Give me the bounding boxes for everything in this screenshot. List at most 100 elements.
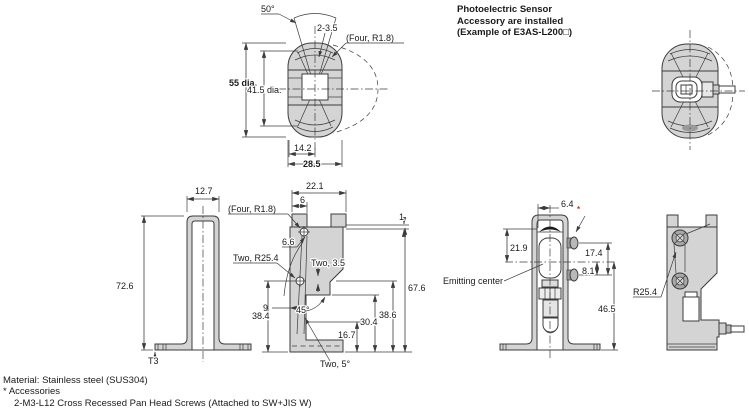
chamfer-angle-label: 45° bbox=[296, 305, 310, 315]
dim-slot-width: Two, 3.5 bbox=[310, 257, 346, 292]
lens-top bbox=[539, 226, 561, 232]
dim-step1: 16.7 bbox=[308, 321, 412, 353]
cable-gland bbox=[542, 299, 559, 318]
swivel-range-arc bbox=[332, 44, 379, 134]
front-view-drawing: 22.1 6 (Four, R1.8) 6.6 Two, R25.4 Two, … bbox=[227, 180, 427, 370]
dim-lower-height: 46.5 bbox=[597, 261, 618, 351]
dim-slot-radius: R25.4 bbox=[632, 251, 677, 298]
emitting-center-callout: Emitting center bbox=[442, 263, 544, 287]
dim-inner-diameter: 41.5 dia. bbox=[246, 50, 298, 127]
accessories-title: Accessories bbox=[8, 386, 61, 398]
step3-label: 38.6 bbox=[379, 310, 397, 320]
dim-chamfer-angle: 45° bbox=[295, 296, 326, 316]
dim-overall-width: 22.1 bbox=[291, 180, 347, 212]
accessory-ref-asterisk: * bbox=[577, 205, 581, 214]
installed-side-view-drawing: R25.4 bbox=[632, 214, 745, 351]
dim-slot-offset: 9 bbox=[262, 302, 307, 314]
dim-step3: 38.6 bbox=[336, 280, 398, 353]
dim-slot-length: 38.4 bbox=[251, 280, 294, 353]
center-offset-label: 14.2 bbox=[294, 143, 312, 153]
sensor-top-view bbox=[671, 76, 736, 132]
lower-offset-label: 8.1 bbox=[582, 266, 595, 276]
material-note: Material: Stainless steel (SUS304) bbox=[3, 375, 148, 386]
dim-swivel-angle: 50° bbox=[260, 3, 297, 24]
dim-corner-radius: (Four, R1.8) bbox=[227, 203, 301, 229]
left-tab bbox=[666, 214, 679, 228]
slot-and-holes bbox=[283, 226, 310, 335]
swivel-angle-label: 50° bbox=[261, 4, 275, 14]
bracket-profile bbox=[666, 226, 720, 351]
lens-window bbox=[538, 237, 562, 279]
dim-corner-radius-top: (Four, R1.8) bbox=[331, 32, 404, 58]
cable bbox=[730, 325, 745, 333]
sensor-side-view bbox=[682, 291, 745, 335]
overall-width-label: 28.5 bbox=[303, 159, 321, 169]
screws-side-view bbox=[671, 223, 711, 290]
slot-length-label: 38.4 bbox=[252, 311, 270, 321]
side-view-drawing: 12.7 72.6 T3 bbox=[115, 185, 252, 367]
dim-plate-step: 1 bbox=[346, 211, 409, 237]
overall-height-label: 72.6 bbox=[116, 281, 134, 291]
dim-overall-width-top: 28.5 bbox=[287, 140, 343, 170]
plate-step-label: 1 bbox=[399, 212, 404, 222]
upper-height-label: 21.9 bbox=[510, 243, 528, 253]
connector bbox=[682, 296, 700, 322]
emitting-center-label: Emitting center bbox=[443, 276, 503, 286]
dim-upper-height: 21.9 bbox=[503, 228, 537, 263]
lower-height-label: 46.5 bbox=[598, 304, 616, 314]
dim-outer-diameter: 55 dia. bbox=[228, 42, 286, 138]
corner-radius-label: (Four, R1.8) bbox=[228, 204, 276, 214]
screw-offset-label: 6.4 bbox=[561, 199, 574, 209]
overall-width-label: 22.1 bbox=[306, 181, 324, 191]
accessory-leader bbox=[575, 215, 586, 233]
flange-end-marks bbox=[157, 344, 249, 350]
dim-step2: 30.4 bbox=[332, 294, 379, 353]
dim-overall-height: 67.6 bbox=[402, 227, 427, 353]
top-width-label: 12.7 bbox=[195, 186, 213, 196]
slot-offset-label: 9 bbox=[263, 303, 268, 313]
dim-top-width: 12.7 bbox=[186, 185, 220, 212]
dim-center-offset: 14.2 bbox=[288, 140, 316, 157]
slot-width-label: Two, 3.5 bbox=[311, 258, 345, 268]
accessory-asterisk: * bbox=[3, 386, 7, 398]
slot-tilt-label: Two, 5° bbox=[320, 359, 351, 369]
screw-pitch-label: 17.4 bbox=[585, 248, 603, 258]
dim-overall-height: 72.6 bbox=[115, 215, 184, 351]
dim-slot-radius: Two, R25.4 bbox=[232, 252, 296, 279]
inner-diameter-label: 41.5 dia. bbox=[247, 85, 282, 95]
upper-screw bbox=[569, 236, 579, 250]
lower-screw bbox=[569, 268, 579, 282]
slot-radius-label: R25.4 bbox=[633, 287, 657, 297]
right-tab bbox=[330, 213, 347, 228]
flange-end-marks bbox=[502, 344, 598, 350]
outer-diameter-label: 55 dia. bbox=[229, 78, 257, 88]
accessories-detail: 2-M3-L12 Cross Recessed Pan Head Screws … bbox=[14, 397, 312, 409]
dim-hole-offset: 6.6 bbox=[281, 236, 306, 248]
cable bbox=[718, 85, 736, 94]
installed-note-line1: Photoelectric Sensor bbox=[457, 4, 553, 15]
tab-width-label: 6 bbox=[300, 195, 305, 205]
installed-note-line3: (Example of E3AS-L200□) bbox=[457, 27, 573, 38]
dim-tab-width: 6 bbox=[291, 194, 308, 213]
overall-height-label: 67.6 bbox=[408, 283, 426, 293]
left-tab bbox=[291, 213, 308, 228]
hole-offset-label: 6.6 bbox=[282, 237, 295, 247]
step1-label: 16.7 bbox=[338, 330, 356, 340]
installed-note-line2: Accessory are installed bbox=[457, 15, 564, 27]
installed-note: Photoelectric Sensor Accessory are insta… bbox=[457, 4, 572, 39]
mounting-holes-label: 2-3.5 bbox=[317, 23, 338, 33]
footer-notes: Material: Stainless steel (SUS304) * Acc… bbox=[3, 375, 312, 409]
corner-radius-label: (Four, R1.8) bbox=[346, 33, 394, 43]
installed-front-view-drawing: 6.4 * 21.9 17.4 8.1 Emitting center 46.5 bbox=[442, 198, 618, 358]
dim-mounting-holes: 2-3.5 bbox=[316, 22, 339, 58]
slot-radius-label: Two, R25.4 bbox=[233, 253, 279, 263]
top-view-drawing: 50° 2-3.5 (Four, R1.8) 55 dia. 41.5 dia. bbox=[228, 3, 404, 170]
sensor-front-view bbox=[537, 226, 579, 334]
dim-thickness: T3 bbox=[147, 351, 160, 367]
gland-tip bbox=[542, 317, 559, 333]
dim-screw-offset: 6.4 bbox=[537, 198, 575, 228]
dim-slot-tilt: Two, 5° bbox=[304, 317, 352, 370]
thickness-label: T3 bbox=[148, 356, 159, 366]
